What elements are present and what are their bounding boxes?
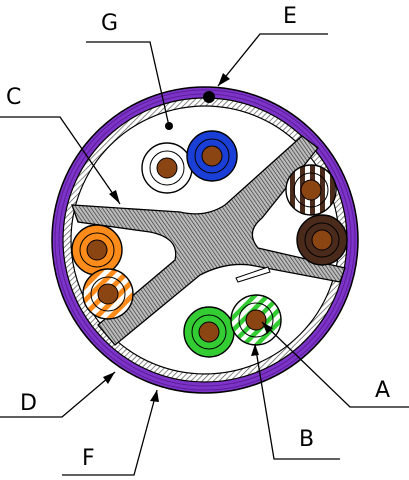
arrow-a xyxy=(262,322,273,334)
conductor-blue xyxy=(186,130,238,182)
cross-separator xyxy=(71,135,346,346)
label-e: E xyxy=(283,4,297,29)
callout-labels: G E C D F A B xyxy=(6,4,390,471)
arrow-f xyxy=(150,390,159,402)
label-b: B xyxy=(299,427,314,452)
label-a: A xyxy=(375,378,390,403)
leader-f xyxy=(62,389,158,476)
arrow-e xyxy=(218,73,230,86)
pair-orange xyxy=(71,224,134,320)
leader-d xyxy=(0,371,116,418)
conductor-white xyxy=(141,142,193,194)
pair-white-blue xyxy=(141,122,238,194)
pair-brown xyxy=(285,164,348,266)
conductor-orange xyxy=(71,224,123,276)
conductor-brown-white xyxy=(285,164,337,216)
leader-a xyxy=(261,321,409,408)
leader-g xyxy=(86,41,170,127)
label-g: G xyxy=(101,11,118,36)
label-d: D xyxy=(20,391,37,416)
arrow-b xyxy=(251,344,259,356)
leader-lines xyxy=(0,33,409,476)
conductor-brown xyxy=(296,214,348,266)
conductor-green-white xyxy=(230,294,282,346)
label-c: C xyxy=(6,85,21,110)
label-f: F xyxy=(82,446,95,471)
leader-b xyxy=(254,343,340,460)
point-marker-e xyxy=(203,91,215,103)
leader-e xyxy=(217,33,328,87)
leader-c xyxy=(0,116,121,205)
conductor-green xyxy=(183,306,235,358)
conductor-orange-white xyxy=(82,268,134,320)
arrow-c xyxy=(109,190,120,204)
arrow-d xyxy=(103,372,115,384)
